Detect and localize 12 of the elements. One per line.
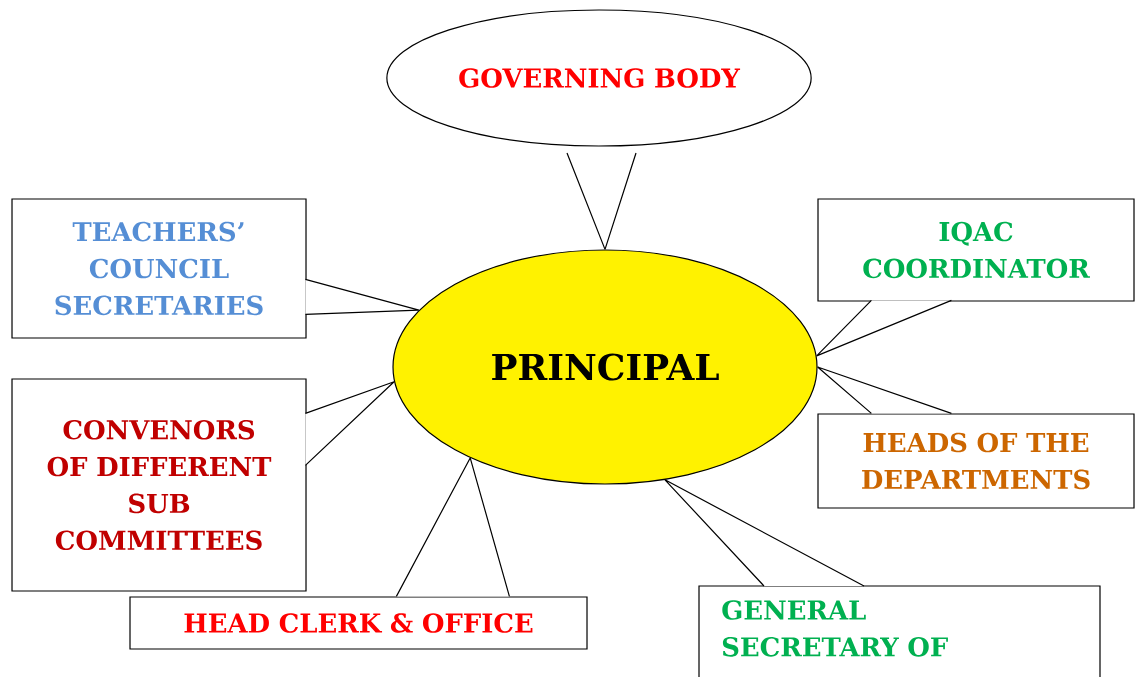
callout-box: TEACHERS’ COUNCIL SECRETARIES bbox=[11, 198, 307, 339]
callout-pointer bbox=[566, 152, 637, 250]
callout-box: CONVENORS OF DIFFERENT SUB COMMITTEES bbox=[11, 378, 307, 592]
callout-pointer bbox=[817, 366, 952, 414]
ellipse-node: PRINCIPAL bbox=[392, 249, 818, 485]
callout-pointer bbox=[304, 381, 395, 466]
callout-box: HEAD CLERK & OFFICE bbox=[129, 596, 588, 650]
callout-box: GENERAL SECRETARY OF bbox=[698, 585, 1101, 677]
callout-pointer bbox=[304, 278, 420, 315]
callout-pointer bbox=[395, 457, 510, 597]
callout-pointer bbox=[664, 479, 865, 587]
callout-pointer bbox=[816, 299, 952, 357]
